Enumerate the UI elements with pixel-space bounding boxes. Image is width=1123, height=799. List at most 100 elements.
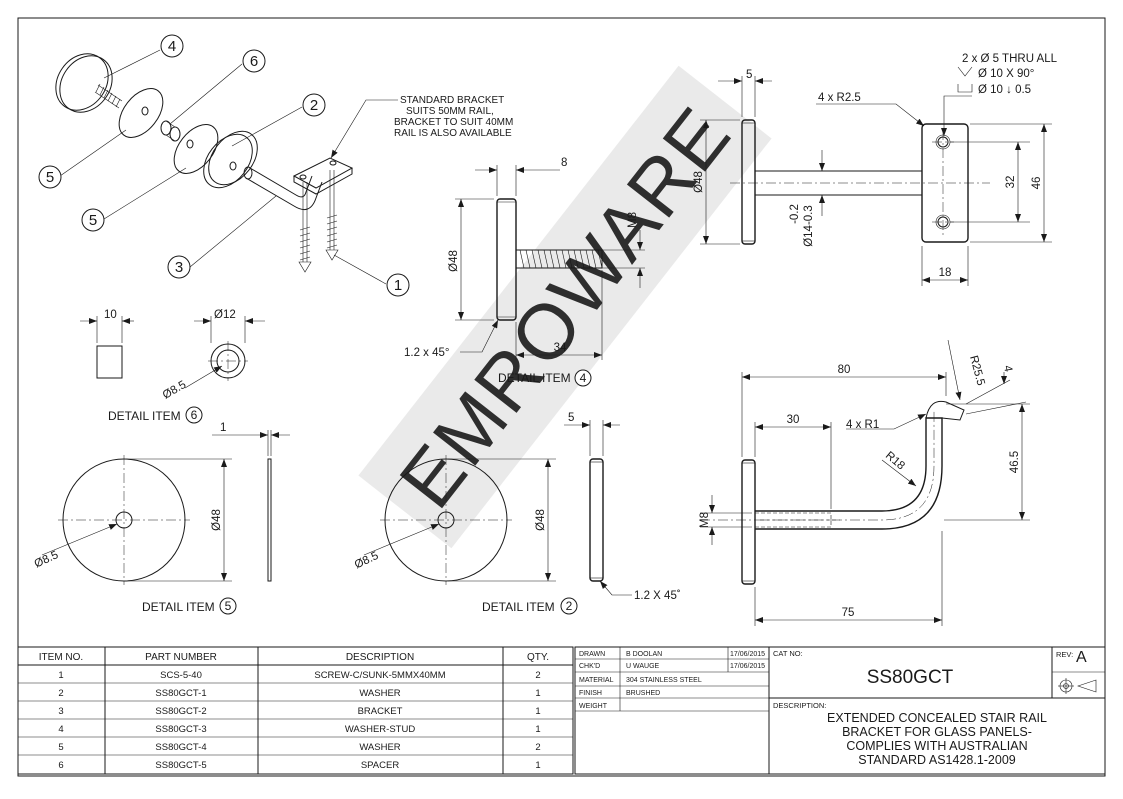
svg-text:SS80GCT-1: SS80GCT-1 <box>155 688 206 699</box>
bom-header-item: ITEM NO. <box>39 652 83 663</box>
detail-item-6: 10 Ø12 Ø8.5 DETAIL ITEM 6 <box>80 309 265 424</box>
dim-sv-cbore: Ø 10 ↓ 0.5 <box>978 84 1031 96</box>
svg-text:1: 1 <box>535 706 540 717</box>
dim-sv-pitch: 32 <box>1005 176 1017 189</box>
svg-text:WASHER-STUD: WASHER-STUD <box>345 724 416 735</box>
tb-desc-line-4: STANDARD AS1428.1-2009 <box>858 753 1016 767</box>
detail-label-6: DETAIL ITEM <box>108 409 181 423</box>
dim-sv-thk: 5 <box>746 69 752 81</box>
svg-text:WASHER: WASHER <box>359 688 400 699</box>
svg-text:SS80GCT-5: SS80GCT-5 <box>155 760 206 771</box>
tb-material-label: MATERIAL <box>579 677 614 684</box>
dim-d4-chamfer: 1.2 x 45° <box>404 347 450 359</box>
svg-text:SCS-5-40: SCS-5-40 <box>160 670 202 681</box>
bracket-side-view: 5 Ø48 -0.2 Ø14-0.3 4 x R2.5 2 x Ø 5 THRU… <box>693 53 1058 286</box>
balloon-5a-label: 5 <box>46 169 54 186</box>
dim-d5-thk: 1 <box>220 422 226 434</box>
dim-d6-id: Ø8.5 <box>161 379 189 402</box>
balloon-2-label: 2 <box>310 97 318 114</box>
balloon-5-a <box>38 165 62 189</box>
tb-drawn-date: 17/06/2015 <box>730 651 765 658</box>
tb-drawn-by: B DOOLAN <box>626 651 662 658</box>
title-block: DRAWN B DOOLAN 17/06/2015 CHK'D U WAUGE … <box>574 646 1106 775</box>
detail-label-2-no: 2 <box>566 599 573 613</box>
tb-cat-label: CAT NO: <box>773 649 803 658</box>
dim-fv-top: 4 <box>1001 364 1014 373</box>
svg-text:STANDARD BRACKET: STANDARD BRACKET <box>400 95 504 106</box>
detail-label-5: DETAIL ITEM <box>142 600 215 614</box>
svg-text:SS80GCT-2: SS80GCT-2 <box>155 706 206 717</box>
svg-text:5: 5 <box>58 742 63 753</box>
svg-text:4: 4 <box>58 724 63 735</box>
balloon-4-label: 4 <box>168 38 176 55</box>
dim-sv-holes: 2 x Ø 5 THRU ALL <box>962 53 1058 65</box>
dim-sv-dia: Ø48 <box>693 171 705 193</box>
table-row: 3 SS80GCT-2 BRACKET 1 <box>58 706 540 717</box>
bracket-front-view: 80 30 4 x R1 R18 R25.5 4 46.5 M8 75 <box>699 339 1030 626</box>
dim-fv-bend: R18 <box>883 450 907 473</box>
detail-label-6-no: 6 <box>191 408 198 422</box>
tb-desc-label: DESCRIPTION: <box>773 701 826 710</box>
dim-fv-top-r: R25.5 <box>967 354 987 387</box>
svg-text:1: 1 <box>58 670 63 681</box>
exploded-view <box>55 53 354 273</box>
dim-fv-width: 80 <box>838 364 851 376</box>
table-row: 6 SS80GCT-5 SPACER 1 <box>58 760 540 771</box>
bom-header-desc: DESCRIPTION <box>346 652 414 663</box>
dim-d4-thread: M8 <box>627 212 639 228</box>
dim-fv-thread: M8 <box>699 512 711 528</box>
tb-rev-label: REV: <box>1056 650 1073 659</box>
svg-text:2: 2 <box>58 688 63 699</box>
svg-text:2: 2 <box>535 742 540 753</box>
svg-text:1: 1 <box>535 688 540 699</box>
tb-weight-label: WEIGHT <box>579 703 608 710</box>
balloon-3 <box>167 255 191 279</box>
balloon-group: 4 6 2 5 5 3 1 <box>38 34 410 297</box>
detail-label-2: DETAIL ITEM <box>482 600 555 614</box>
dim-fv-radii: 4 x R1 <box>846 419 879 431</box>
bom-header-part: PART NUMBER <box>145 652 217 663</box>
svg-text:WASHER: WASHER <box>359 742 400 753</box>
tb-desc-line-1: EXTENDED CONCEALED STAIR RAIL <box>827 711 1047 725</box>
projection-symbol-icon <box>1058 678 1097 694</box>
tb-finish: BRUSHED <box>626 690 660 697</box>
dim-d2-chamfer: 1.2 X 45˚ <box>634 590 681 602</box>
detail-item-4: 8 Ø48 M8 34 1.2 x 45° DETAIL ITEM 4 <box>404 157 645 387</box>
table-row: 5 SS80GCT-4 WASHER 2 <box>58 742 540 753</box>
dim-sv-rod: Ø14-0.3 <box>803 205 815 247</box>
balloon-1 <box>386 273 410 297</box>
tb-cat-no: SS80GCT <box>867 667 954 688</box>
balloon-6-label: 6 <box>250 53 258 70</box>
balloon-2 <box>302 93 326 117</box>
tb-desc-line-3: COMPLIES WITH AUSTRALIAN <box>846 739 1027 753</box>
tb-finish-label: FINISH <box>579 690 602 697</box>
tb-chkd-by: U WAUGE <box>626 663 660 670</box>
svg-text:3: 3 <box>58 706 63 717</box>
dim-sv-radii: 4 x R2.5 <box>818 92 861 104</box>
detail-label-4-no: 4 <box>580 371 587 385</box>
dim-fv-len: 75 <box>842 607 855 619</box>
detail-label-5-no: 5 <box>225 599 232 613</box>
standard-bracket-note: STANDARD BRACKET SUITS 50MM RAIL, BRACKE… <box>330 95 513 159</box>
dim-d6-len: 10 <box>104 309 117 321</box>
svg-text:BRACKET: BRACKET <box>358 706 403 717</box>
dim-sv-csk: Ø 10 X 90° <box>978 68 1034 80</box>
dim-d5-id: Ø8.5 <box>33 549 61 570</box>
balloon-4 <box>160 34 184 58</box>
balloon-5b-label: 5 <box>89 212 97 229</box>
watermark-text: EMROWARE <box>382 90 748 523</box>
dim-d2-id: Ø8.5 <box>353 550 381 571</box>
svg-text:SPACER: SPACER <box>361 760 400 771</box>
dim-fv-height: 46.5 <box>1009 451 1021 473</box>
tb-chkd-date: 17/06/2015 <box>730 663 765 670</box>
balloon-1-label: 1 <box>394 277 402 294</box>
bom-header-qty: QTY. <box>527 652 549 663</box>
dim-d4-dia: Ø48 <box>448 250 460 272</box>
table-row: 2 SS80GCT-1 WASHER 1 <box>58 688 540 699</box>
balloon-5-b <box>81 208 105 232</box>
dim-d5-dia: Ø48 <box>211 509 223 531</box>
table-row: 1 SCS-5-40 SCREW-C/SUNK-5MMX40MM 2 <box>58 670 540 681</box>
dim-sv-height: 46 <box>1031 177 1043 190</box>
svg-text:SS80GCT-4: SS80GCT-4 <box>155 742 206 753</box>
